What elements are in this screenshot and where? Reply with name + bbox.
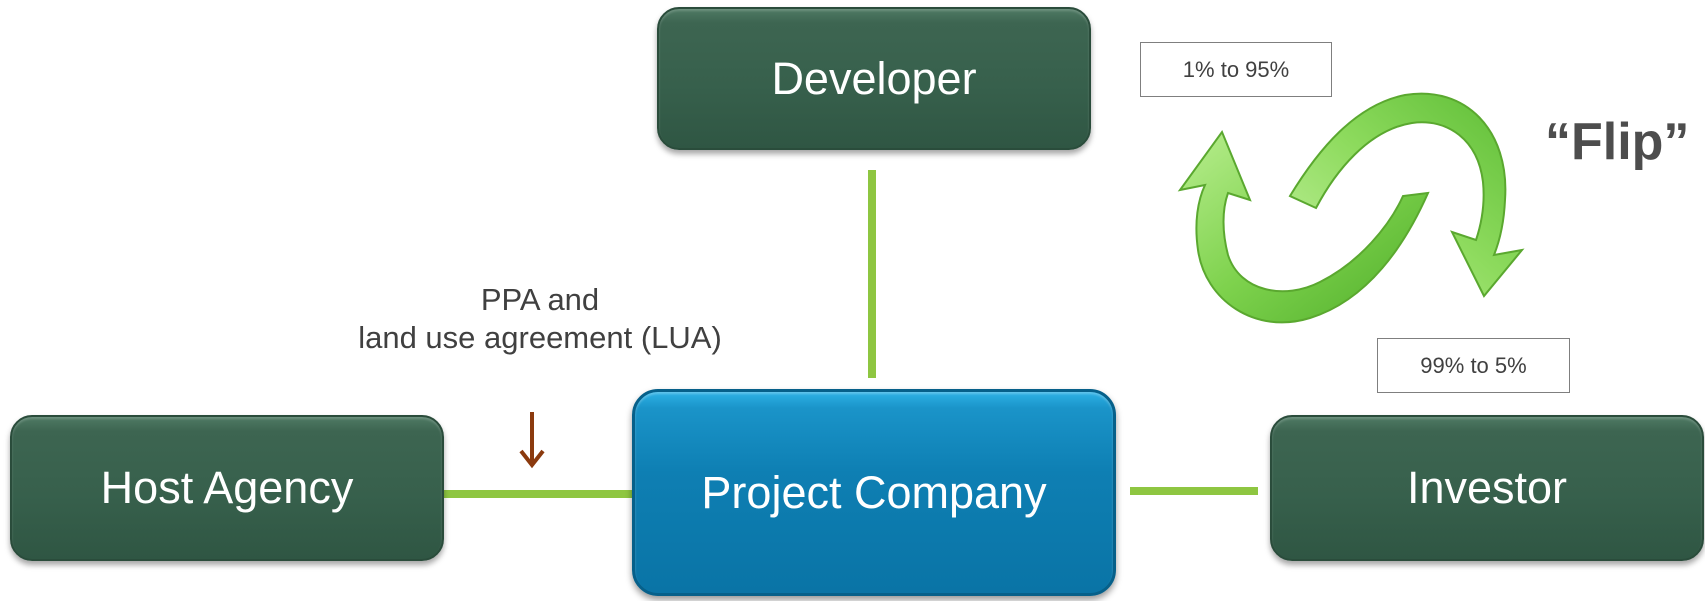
ppa-label-line1: PPA and <box>480 282 600 317</box>
investor-label: Investor <box>1406 462 1568 513</box>
project-company-label: Project Company <box>701 466 1047 518</box>
project-company-box: Project Company <box>632 389 1116 596</box>
developer-share-box: 1% to 95% <box>1140 42 1332 97</box>
ppa-label-line2: land use agreement (LUA) <box>358 320 722 355</box>
investor-share-label: 99% to 5% <box>1420 352 1527 378</box>
host-agency-box: Host Agency <box>10 415 444 561</box>
developer-share-label: 1% to 95% <box>1182 56 1290 82</box>
connector-developer-project <box>868 170 876 378</box>
developer-label: Developer <box>771 52 977 104</box>
investor-share-box: 99% to 5% <box>1377 338 1570 393</box>
developer-box: Developer <box>657 7 1091 150</box>
investor-box: Investor <box>1270 415 1704 561</box>
connector-project-investor <box>1130 487 1258 495</box>
host-agency-label: Host Agency <box>100 462 354 513</box>
connector-host-project <box>442 490 634 498</box>
ppa-lua-label: PPA and land use agreement (LUA) <box>300 281 780 357</box>
flip-label: “Flip” <box>1545 113 1690 171</box>
